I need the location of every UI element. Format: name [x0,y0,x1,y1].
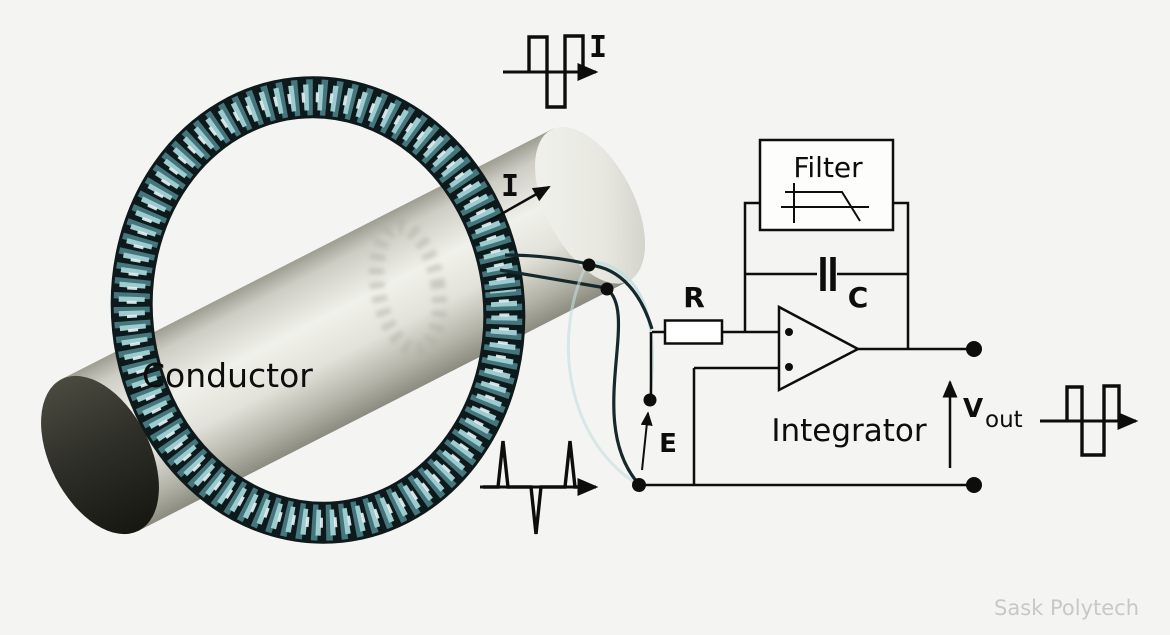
opamp-triangle [777,304,861,393]
filter-block [758,138,895,232]
coil-wire-to-resistor [588,263,654,330]
cylinder-left-cap [41,375,159,535]
emf-label: E [659,429,677,459]
coil-winding-glint [126,92,510,528]
coil-shadow [369,219,447,357]
primary-current-label: I [501,169,519,204]
output-waveform-trace [1065,384,1121,457]
rogowski-coil [110,76,526,544]
emf-waveform-trace [483,440,588,535]
current-waveform [503,34,599,109]
vout-label: V [963,394,983,424]
coil-wire-to-bottom [605,287,639,484]
filter-symbol-response [785,191,861,222]
wire-feedback-right [893,201,910,349]
output-waveform [1040,384,1139,457]
watermark: Sask Polytech [994,596,1139,620]
output-node-top [966,341,982,357]
wire-noninverting [692,366,779,485]
opamp-input-dot-top [785,328,793,336]
filter-box [758,138,895,232]
coil-terminal-1 [582,258,596,272]
primary-current-arrow [488,185,551,223]
capacitor-label: C [848,281,869,314]
coil-pale-wire-2 [566,267,635,484]
conductor-label: Conductor [142,356,313,395]
cylinder-right-cap [535,126,646,284]
coil-node-bottom [632,478,646,492]
resistor-body [663,319,724,345]
integrator-label: Integrator [771,413,927,449]
output-node-bottom [966,477,982,493]
emf-arrow [640,411,653,471]
wire-feedback-left [743,201,760,332]
integrator-circuit [582,201,982,493]
emf-node [643,393,657,407]
emf-waveform [480,440,599,535]
opamp-input-dot-bottom [785,363,793,371]
current-waveform-label: I [589,30,607,65]
coil-lead-1 [504,253,589,266]
coil-lead-2 [499,268,607,290]
vout-subscript: out [985,407,1023,433]
current-waveform-trace [527,34,585,109]
filter-label: Filter [793,151,863,184]
resistor-label: R [683,281,705,314]
coil-terminal-2 [600,282,614,296]
